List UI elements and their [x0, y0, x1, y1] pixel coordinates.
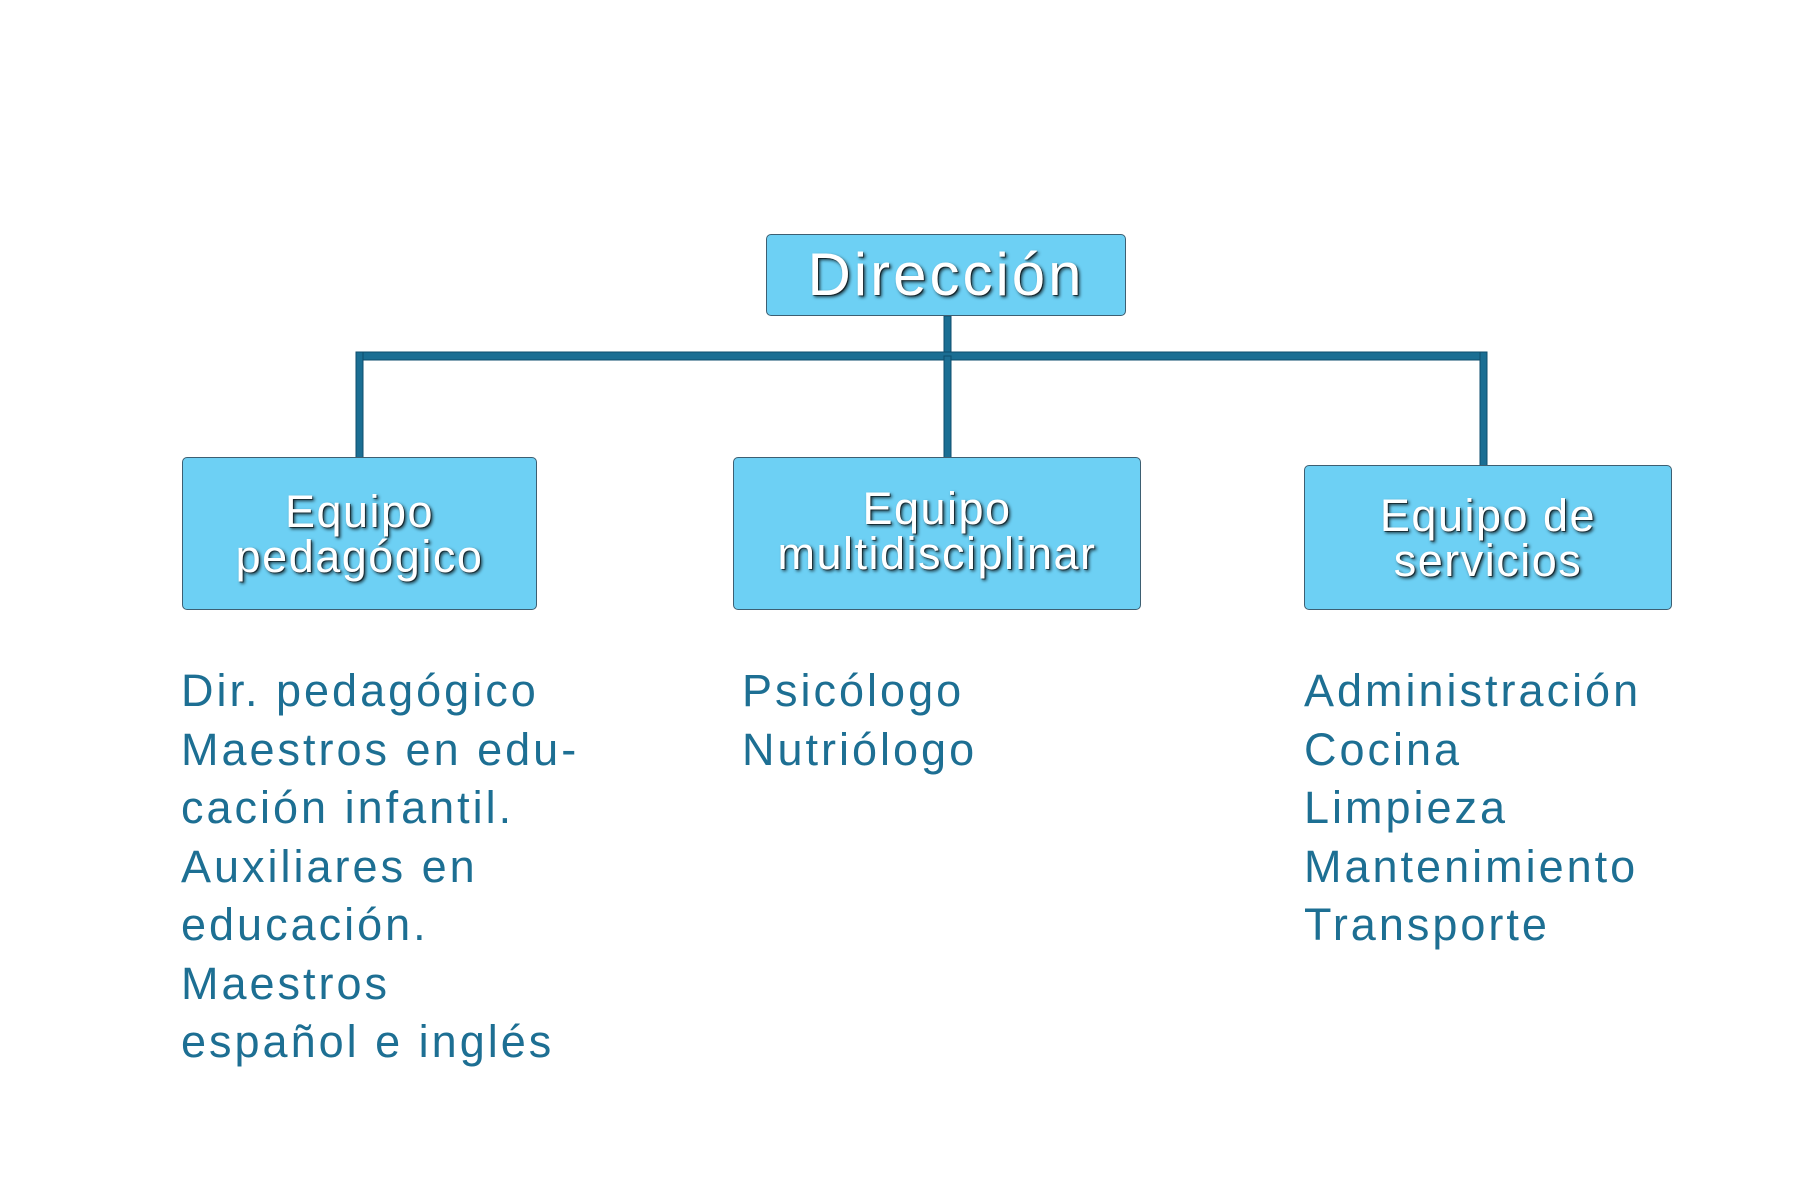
member-list-multidisciplinar: Psicólogo Nutriólogo	[742, 662, 977, 779]
member-list-servicios: Administración Cocina Limpieza Mantenimi…	[1304, 662, 1641, 955]
list-item: Dir. pedagógico	[181, 665, 539, 716]
list-item: Cocina	[1304, 723, 1463, 775]
connector-left-drop	[355, 351, 364, 459]
list-item: Psicólogo	[742, 665, 965, 716]
box-equipo-multidisciplinar-label: Equipo multidisciplinar	[777, 486, 1096, 576]
list-item: educación.	[181, 899, 429, 950]
box-label-line: servicios	[1393, 534, 1583, 586]
box-equipo-de-servicios: Equipo de servicios	[1304, 465, 1672, 610]
box-equipo-multidisciplinar: Equipo multidisciplinar	[733, 457, 1141, 610]
box-equipo-pedagogico-label: Equipo pedagógico	[236, 489, 484, 579]
box-label-line: Equipo	[862, 483, 1012, 534]
list-item: Transporte	[1304, 899, 1550, 950]
list-item: Nutriólogo	[742, 723, 978, 775]
connector-middle-drop	[943, 355, 952, 459]
connector-root-stem	[943, 315, 952, 357]
list-item: Mantenimiento	[1304, 840, 1639, 892]
member-list-pedagogico: Dir. pedagógico Maestros en edu- cación …	[181, 662, 579, 1072]
list-item: Limpieza	[1304, 782, 1509, 833]
connector-right-drop	[1479, 351, 1488, 467]
box-label-line: pedagógico	[235, 530, 484, 582]
box-direccion-label: Dirección	[807, 241, 1085, 308]
box-direccion: Dirección	[766, 234, 1126, 316]
box-label-line: Equipo	[284, 485, 435, 537]
list-item: Auxiliares en	[181, 840, 478, 892]
box-label-line: multidisciplinar	[777, 528, 1097, 579]
box-label-line: Equipo de	[1379, 489, 1597, 541]
box-equipo-de-servicios-label: Equipo de servicios	[1380, 493, 1596, 583]
list-item: español e inglés	[181, 1016, 555, 1067]
list-item: cación infantil.	[181, 782, 515, 833]
box-equipo-pedagogico: Equipo pedagógico	[182, 457, 537, 610]
list-item: Maestros en edu-	[181, 723, 580, 775]
list-item: Administración	[1304, 665, 1642, 716]
list-item: Maestros	[181, 957, 391, 1009]
connector-horizontal-bus	[355, 351, 1488, 361]
